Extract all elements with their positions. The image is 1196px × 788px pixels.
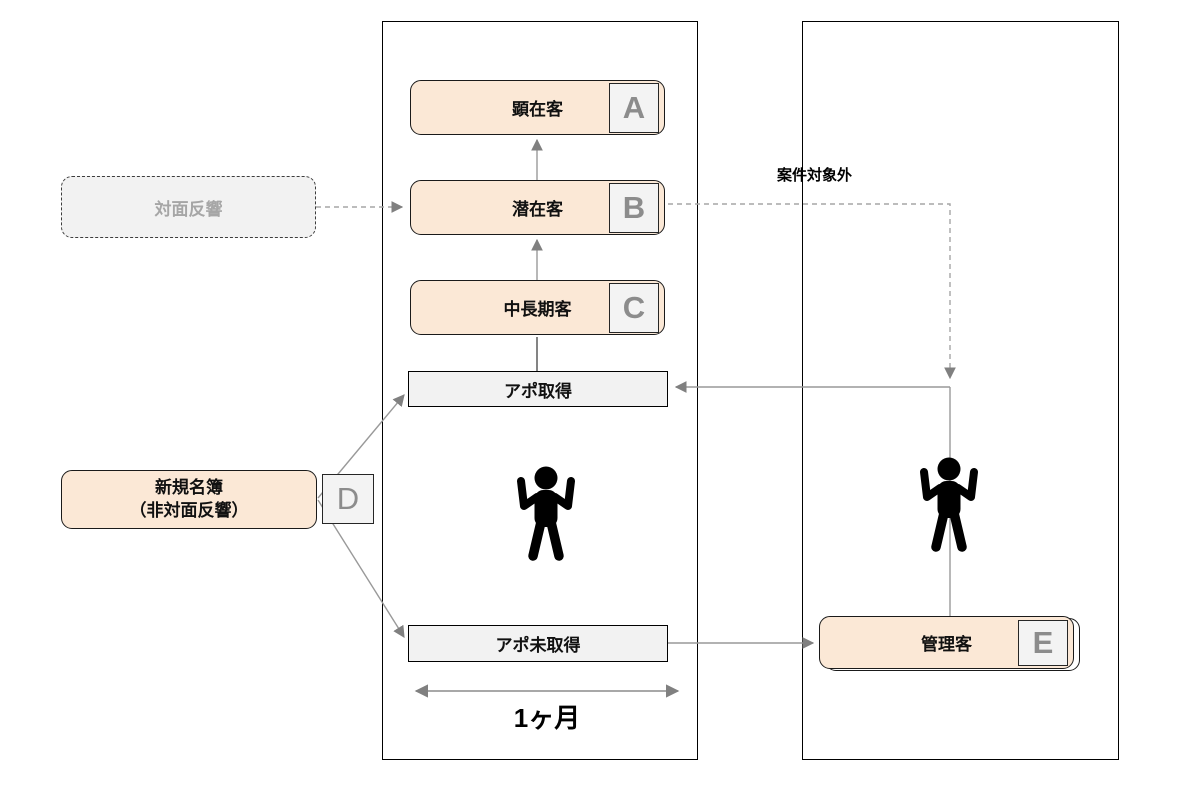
appo-taken-box: アポ取得	[408, 371, 668, 407]
dashed-arrow-out-of-scope	[668, 203, 956, 380]
badge-b-letter: B	[622, 189, 646, 225]
badge-c: C	[609, 282, 659, 333]
stage-box-b: 潜在客 B	[410, 180, 665, 235]
badge-a-letter: A	[622, 89, 646, 125]
appo-not-taken-box: アポ未取得	[408, 625, 668, 662]
badge-e-letter: E	[1032, 624, 1054, 660]
stage-label-b: 潜在客	[512, 200, 563, 219]
managed-box: 管理客 E	[819, 616, 1074, 669]
one-month-label: 1ヶ月	[513, 703, 581, 733]
badge-b: B	[609, 182, 659, 233]
person-icon	[920, 457, 978, 552]
one-month-lane	[382, 21, 698, 760]
stage-box-c: 中長期客 C	[410, 280, 665, 335]
stage-label-c: 中長期客	[503, 300, 572, 319]
appo-not-taken-label: アポ未取得	[495, 636, 581, 655]
badge-d: D	[322, 474, 374, 524]
appo-taken-label: アポ取得	[504, 381, 572, 401]
badge-e: E	[1018, 619, 1068, 666]
walk-in-box: 対面反響	[61, 176, 316, 238]
new-list-line1: 新規名簿	[155, 478, 223, 498]
out-of-scope-label: 案件対象外	[777, 167, 853, 184]
stage-label-a: 顕在客	[512, 100, 563, 119]
managed-label: 管理客	[921, 635, 972, 654]
person-icon	[517, 466, 575, 561]
badge-a: A	[609, 82, 659, 133]
walk-in-label: 対面反響	[154, 199, 223, 219]
stage-box-a: 顕在客 A	[410, 80, 665, 135]
badge-d-letter: D	[336, 481, 360, 516]
new-list-line2: （非対面反響）	[129, 500, 249, 520]
new-list-box: 新規名簿 （非対面反響）	[61, 470, 317, 529]
managed-lane	[802, 21, 1119, 760]
badge-c-letter: C	[622, 289, 646, 325]
